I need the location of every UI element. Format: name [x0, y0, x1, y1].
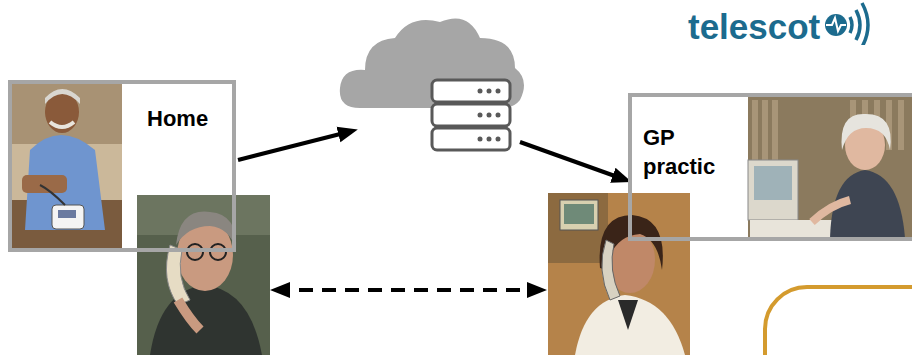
arrow — [520, 142, 626, 180]
arrow — [238, 131, 352, 160]
photo-phone-woman — [548, 193, 690, 355]
photo-phone-man — [137, 195, 270, 355]
gp-practice-box: GP practic — [628, 93, 912, 241]
dashed-arrow — [276, 288, 541, 292]
photo-gp-woman — [748, 97, 912, 238]
box-text: Home — [147, 104, 232, 133]
logo-icon — [822, 0, 882, 45]
logo-text: telescot — [688, 6, 820, 48]
box-text: GP practic — [643, 123, 743, 181]
cloud-server-icon — [340, 18, 524, 150]
home-box: Home — [8, 80, 236, 252]
photo-bp-man — [12, 84, 122, 248]
rounded-frame — [765, 287, 912, 355]
